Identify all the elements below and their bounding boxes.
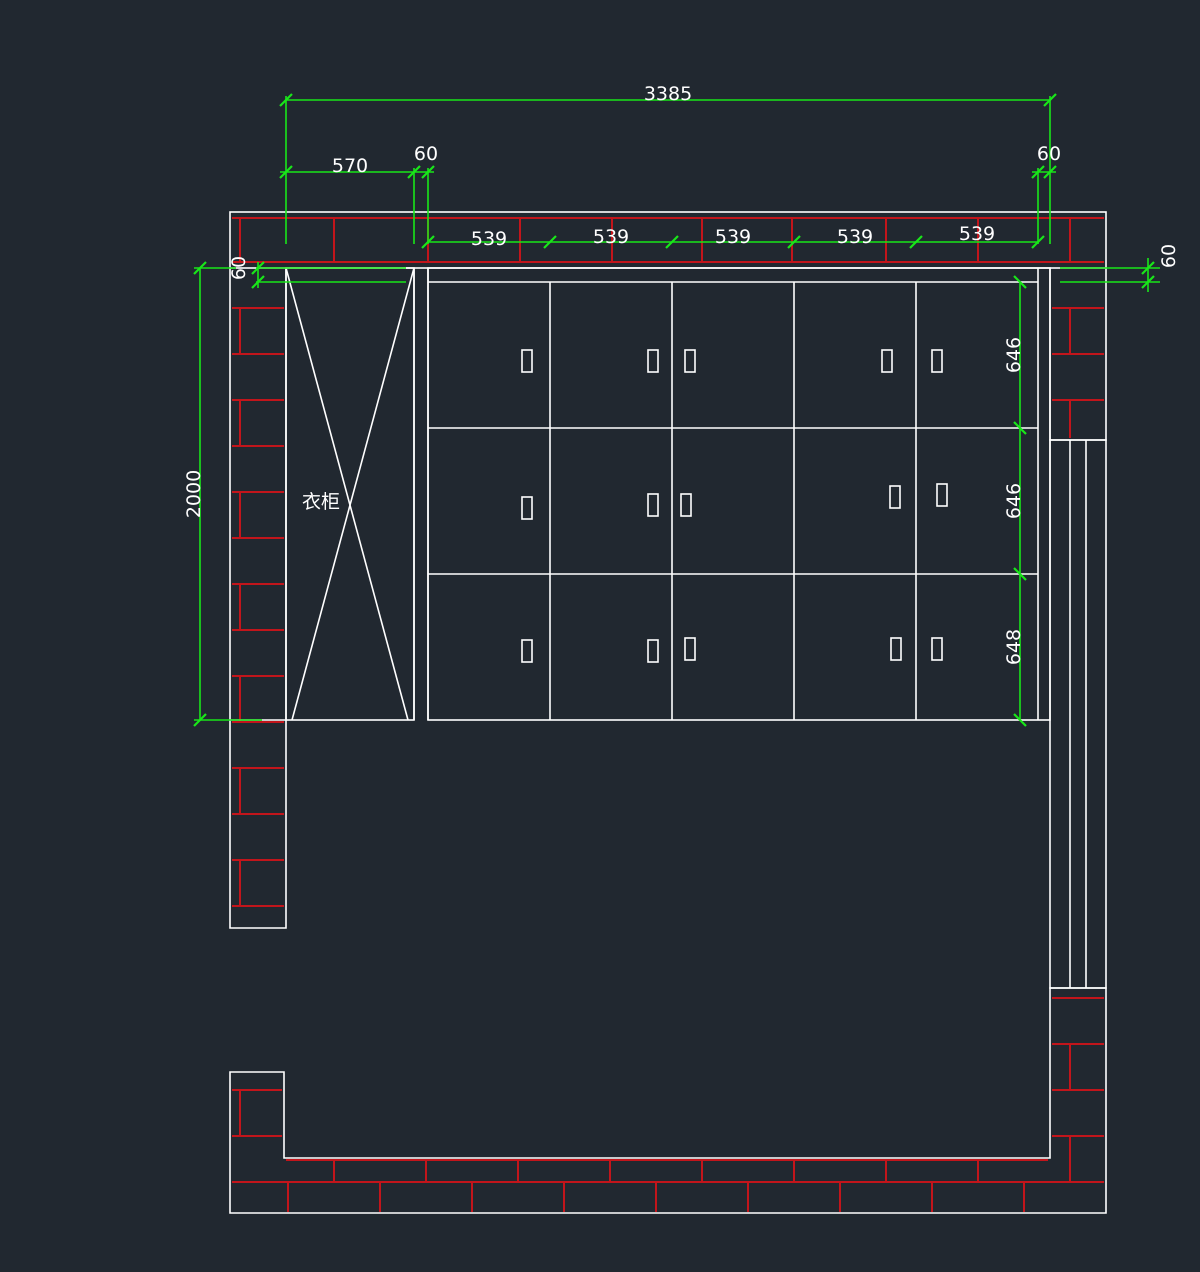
handle-icon xyxy=(889,485,901,509)
wardrobe: 衣柜 xyxy=(285,267,429,721)
dim-module-1: 539 xyxy=(471,228,507,250)
handle-icon xyxy=(881,349,893,373)
dim-module-4: 539 xyxy=(837,226,873,248)
dim-overall-width: 3385 xyxy=(644,83,692,105)
handle-icon xyxy=(684,637,696,661)
dim-right-side-offset: 60 xyxy=(1158,244,1180,268)
cabinet-grid xyxy=(230,267,1051,721)
dim-row-1: 646 xyxy=(1003,337,1025,373)
handle-icon xyxy=(521,639,533,663)
handle-icon xyxy=(647,493,659,517)
dimension-lines xyxy=(193,93,1160,727)
dim-left-top-offset: 60 xyxy=(228,256,250,280)
dim-row-2: 646 xyxy=(1003,483,1025,519)
bottom-wall xyxy=(229,987,1107,1214)
door-handles xyxy=(521,349,948,663)
dim-right-gap: 60 xyxy=(1037,143,1061,165)
handle-icon xyxy=(684,349,696,373)
dim-row-3: 648 xyxy=(1003,629,1025,665)
wardrobe-label: 衣柜 xyxy=(302,491,340,513)
dim-height: 2000 xyxy=(183,470,205,518)
window xyxy=(1049,439,1107,989)
handle-icon xyxy=(890,637,902,661)
dim-module-3: 539 xyxy=(715,226,751,248)
dim-module-2: 539 xyxy=(593,226,629,248)
dimension-text: 3385 570 60 60 539 539 539 539 539 60 60… xyxy=(183,83,1180,665)
walls xyxy=(229,211,1107,1214)
handle-icon xyxy=(647,349,659,373)
dim-module-5: 539 xyxy=(959,223,995,245)
handle-icon xyxy=(680,493,692,517)
handle-icon xyxy=(931,637,943,661)
handle-icon xyxy=(931,349,943,373)
dim-left-cabinet: 570 xyxy=(332,155,368,177)
brick-hatching xyxy=(232,217,1104,1212)
left-wall-upper xyxy=(229,268,287,929)
handle-icon xyxy=(521,496,533,520)
dim-left-gap: 60 xyxy=(414,143,438,165)
handle-icon xyxy=(647,639,659,663)
handle-icon xyxy=(936,483,948,507)
handle-icon xyxy=(521,349,533,373)
